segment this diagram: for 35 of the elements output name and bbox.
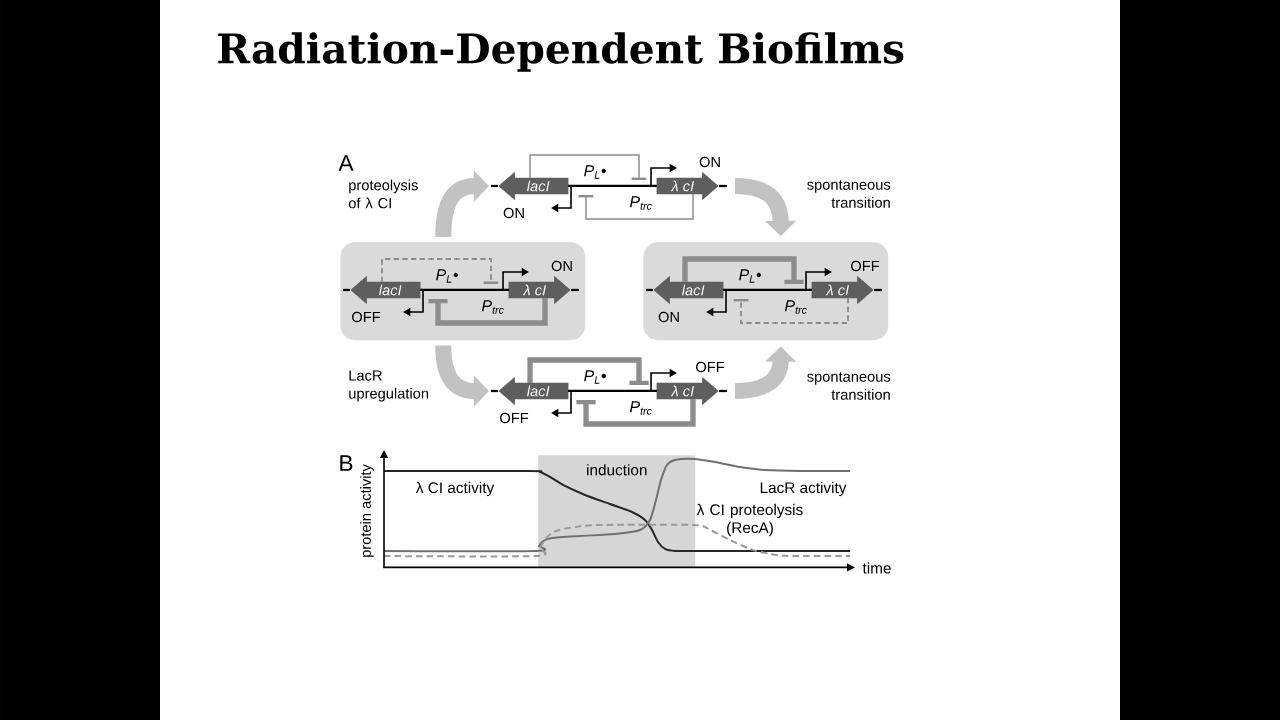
dna-line — [420, 288, 509, 292]
repression-line — [682, 256, 804, 284]
repression-line — [578, 193, 694, 220]
shaded-band: induction — [538, 455, 696, 568]
edge-label: spontaneous transition — [807, 180, 891, 208]
dna-line — [568, 184, 657, 188]
edge-label: proteolysis of λ CI — [348, 179, 418, 209]
dna-line — [723, 288, 812, 292]
repression-line — [576, 399, 696, 427]
repression-line — [381, 258, 499, 284]
promoter-label: P$_{trc}$ — [629, 196, 652, 210]
promoter-label: P$_{L}$• — [436, 269, 458, 283]
title: Radiation-Dependent Biofilms — [218, 32, 904, 72]
edge-label: LacR upregulation — [349, 370, 429, 402]
axis-label: protein activity — [360, 464, 374, 557]
state-label: OFF — [500, 412, 529, 424]
repression-line — [428, 298, 548, 326]
curve-label: LacR activity — [760, 481, 847, 497]
edge-label: spontaneous transition — [807, 372, 891, 400]
promoter-label: P$_{trc}$ — [629, 401, 652, 415]
dna-line — [568, 389, 657, 393]
transition-arrow — [734, 178, 797, 236]
transition-arrow — [435, 170, 489, 238]
promoter-label: P$_{L}$• — [584, 165, 606, 179]
axis-label: time — [862, 562, 891, 574]
curve-label: λ CI activity — [415, 481, 495, 497]
promoter-label: P$_{L}$• — [584, 370, 606, 384]
repression-line — [529, 154, 647, 180]
repression-line — [733, 297, 849, 324]
promoter-label: P$_{L}$• — [739, 269, 761, 283]
promoter-label: P$_{trc}$ — [481, 300, 504, 314]
panel-letter: B — [340, 455, 353, 471]
repression-line — [527, 357, 649, 385]
promoter-label: P$_{trc}$ — [784, 300, 807, 314]
panel-letter: A — [338, 155, 354, 171]
